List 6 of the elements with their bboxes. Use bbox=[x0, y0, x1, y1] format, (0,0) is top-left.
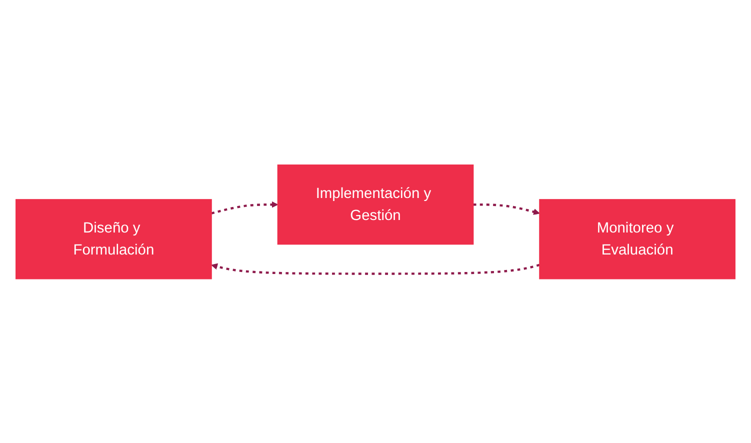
node-box: Diseño y Formulación bbox=[16, 198, 212, 279]
arrow bbox=[473, 203, 540, 215]
arrow bbox=[211, 200, 278, 214]
node-box: Implementación y Gestión bbox=[277, 164, 474, 244]
node-box: Monitoreo y Evaluación bbox=[539, 198, 736, 279]
arrow bbox=[211, 262, 540, 274]
